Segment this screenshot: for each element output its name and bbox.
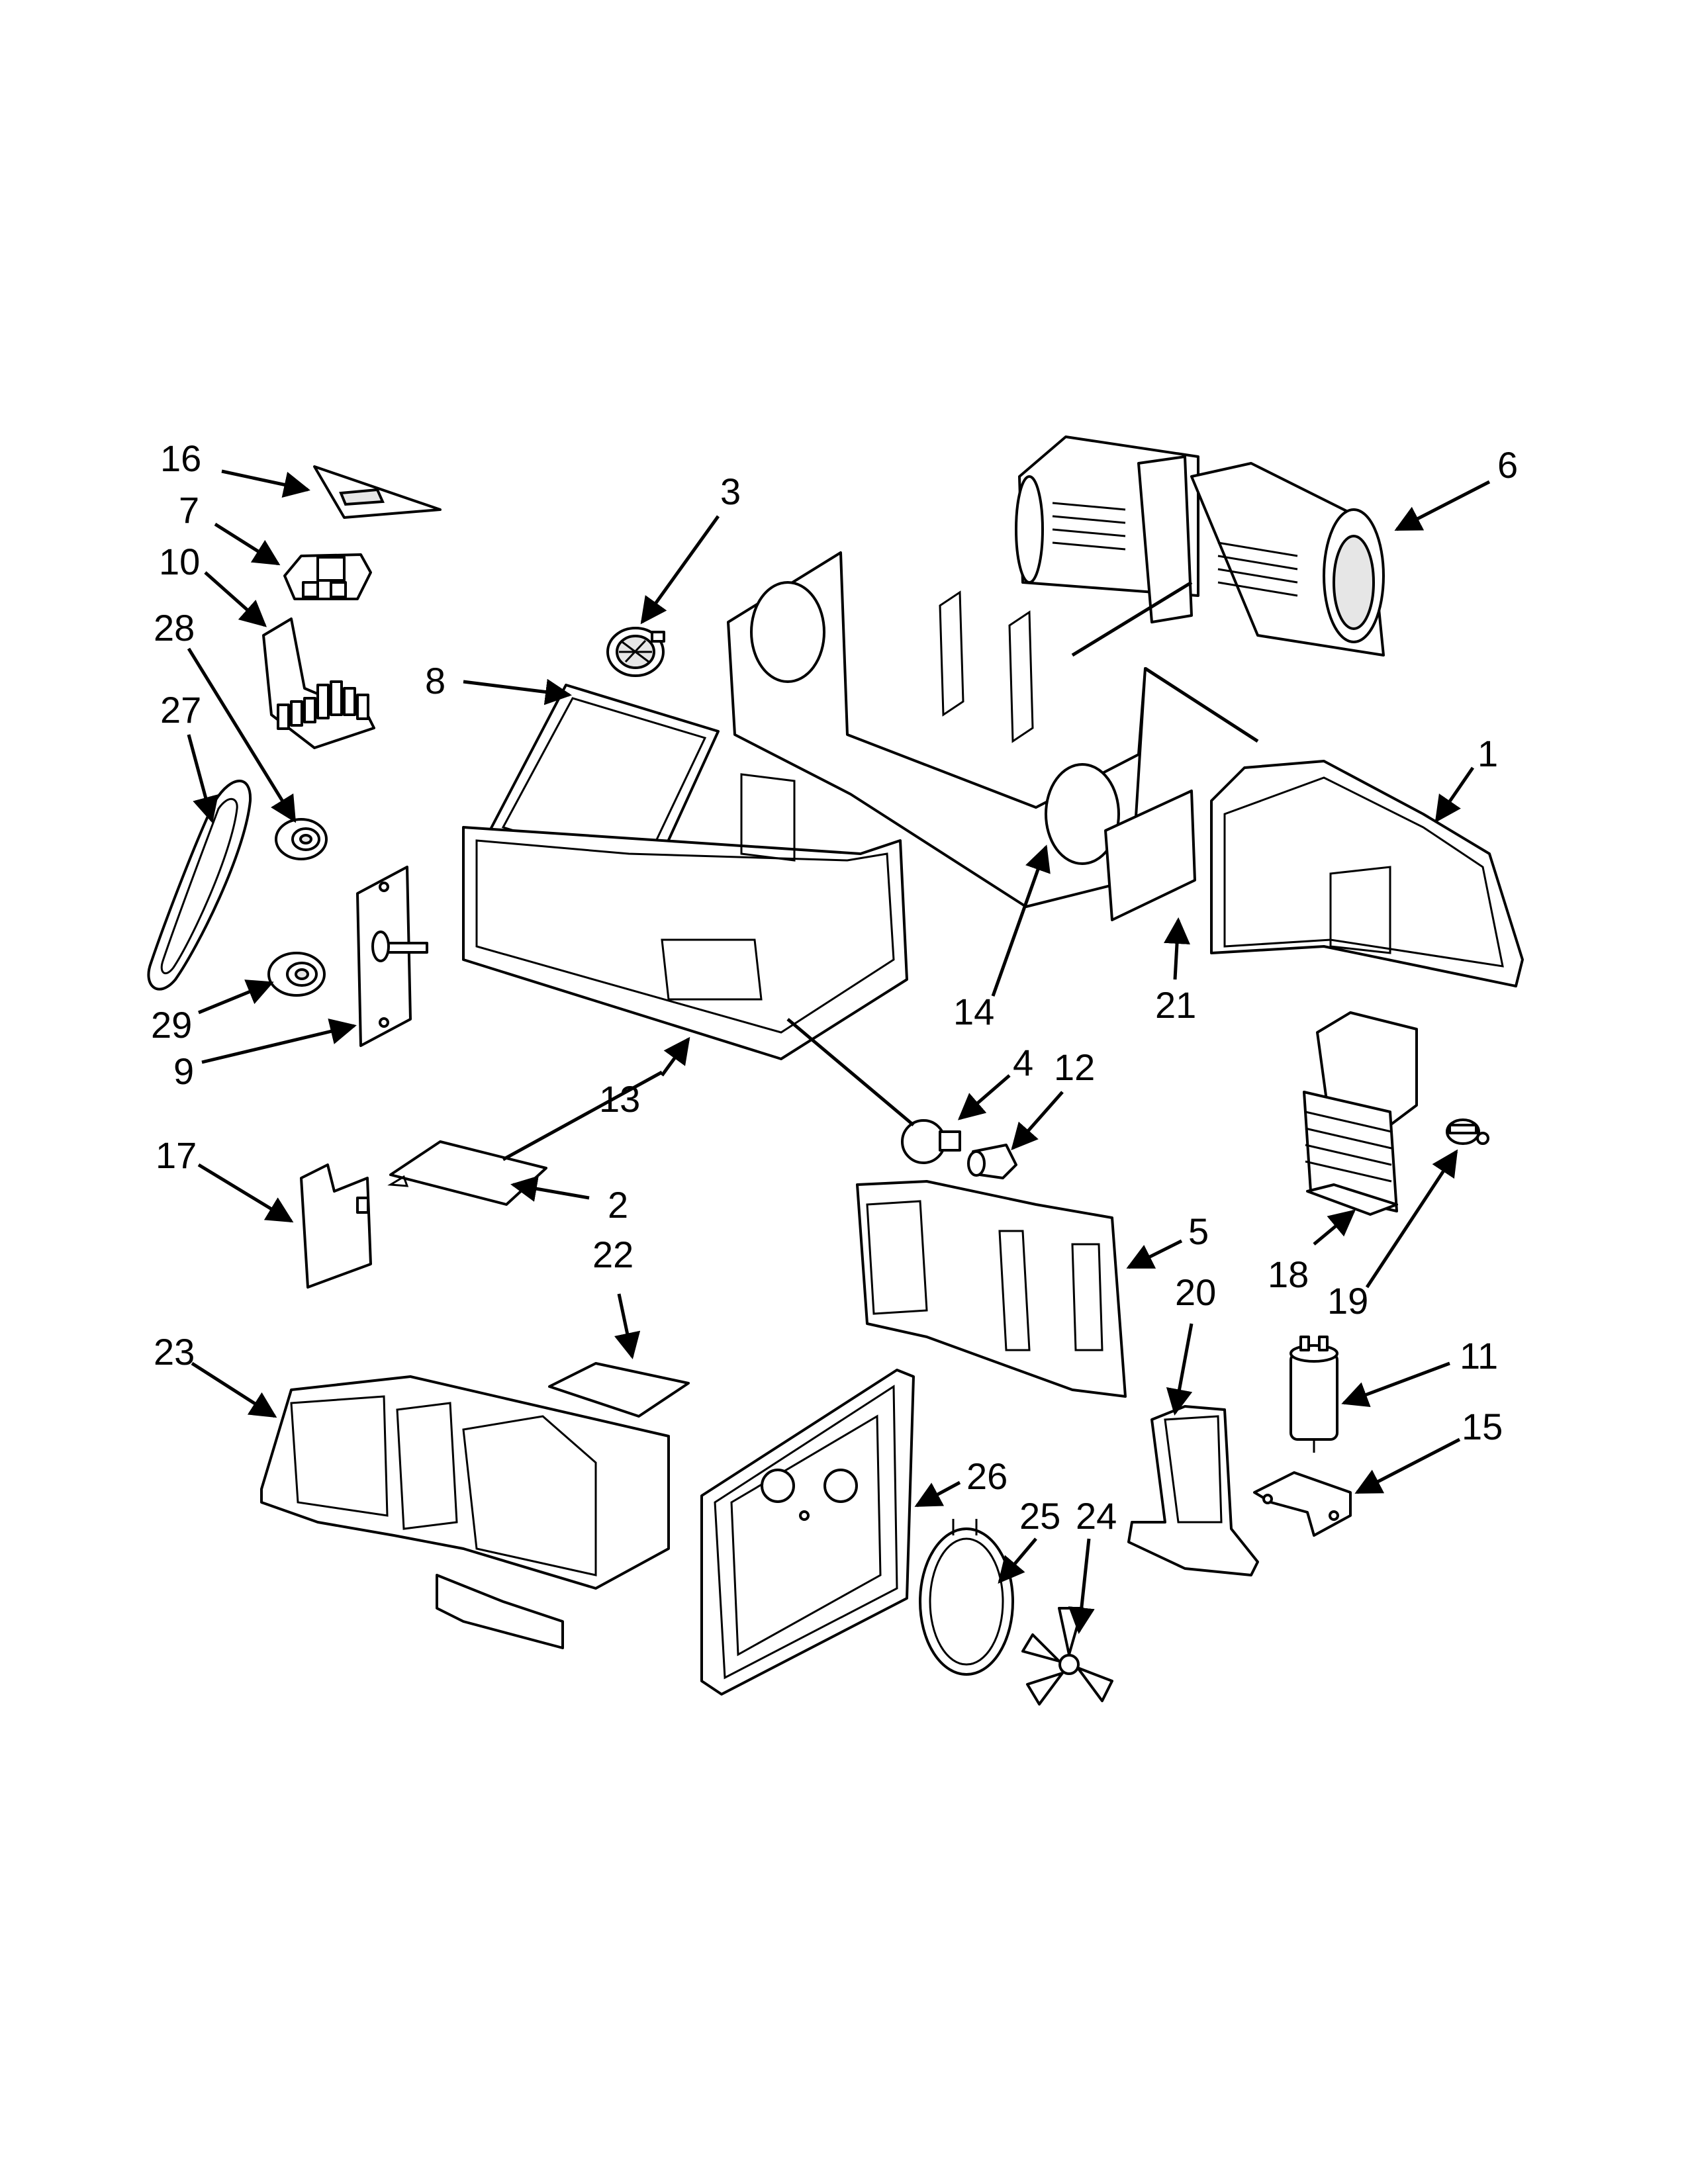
leader-lines: [187, 469, 1491, 1634]
leader-18: [1313, 1209, 1356, 1246]
leader-11: [1341, 1361, 1450, 1408]
part-11-capacitor: [1289, 1336, 1338, 1453]
callout-20: 20: [1175, 1271, 1216, 1313]
part-3-stirrer: [606, 627, 665, 677]
callout-26: 26: [966, 1455, 1008, 1497]
leader-9: [201, 1018, 357, 1064]
part-10-control-board: [262, 617, 375, 749]
part-24-fan-blade: [1021, 1607, 1113, 1706]
leader-5: [1126, 1239, 1183, 1269]
callout-13: 13: [599, 1078, 640, 1120]
callout-8: 8: [425, 660, 445, 702]
capacitor-row: [277, 680, 369, 730]
part-26-door-gasket: [700, 1369, 915, 1696]
part-12-lamp-socket: [967, 1144, 1017, 1179]
leader-27: [187, 734, 218, 823]
leader-14: [991, 844, 1051, 997]
callout-25: 25: [1019, 1495, 1060, 1537]
leader-4b: [786, 1018, 915, 1126]
leader-14b: [1144, 666, 1259, 743]
leader-17: [197, 1163, 294, 1223]
part-21-cover-plate: [1104, 790, 1196, 921]
callout-18: 18: [1268, 1253, 1309, 1295]
part-7-terminal-block: [283, 553, 372, 600]
leader-21: [1164, 917, 1190, 980]
part-14-back-panel: [727, 551, 1147, 908]
blower-grille-left: [1052, 502, 1126, 551]
part-19-thermostat: [1446, 1118, 1489, 1145]
callout-22: 22: [592, 1234, 633, 1275]
callout-19: 19: [1327, 1280, 1368, 1322]
leader-25: [998, 1537, 1037, 1584]
part-28-pulley: [275, 818, 328, 860]
callout-16: 16: [160, 437, 201, 479]
leader-1: [1434, 766, 1475, 823]
leader-2b: [502, 1070, 663, 1161]
leader-24: [1068, 1538, 1095, 1634]
leader-23: [191, 1361, 277, 1418]
callout-29: 29: [151, 1004, 192, 1046]
part-23-enclosure: [260, 1375, 670, 1649]
callout-7: 7: [179, 489, 199, 531]
leader-13: [660, 1036, 690, 1077]
part-17-bracket: [300, 1163, 372, 1289]
leader-4: [957, 1074, 1011, 1120]
transformer-laminations: [1305, 1111, 1392, 1183]
part-1-duct: [1210, 760, 1524, 987]
leader-7: [214, 522, 281, 566]
callout-23: 23: [154, 1331, 195, 1373]
blower-grille-right: [1217, 541, 1298, 597]
callout-21: 21: [1155, 984, 1196, 1026]
leader-3: [640, 515, 720, 625]
part-13-base-frame: [462, 773, 908, 1060]
callout-6: 6: [1497, 444, 1518, 486]
part-25-heater: [919, 1519, 1014, 1676]
part-29-pulley: [267, 952, 326, 997]
callout-11: 11: [1460, 1335, 1498, 1377]
leader-19: [1365, 1149, 1458, 1289]
callout-9: 9: [173, 1050, 194, 1092]
callout-5: 5: [1188, 1210, 1209, 1252]
leader-26: [914, 1480, 961, 1508]
callout-2: 2: [608, 1184, 628, 1226]
leader-28: [187, 647, 297, 823]
part-2-plate: [387, 1140, 547, 1206]
part-5-shield-panel: [856, 1180, 1127, 1398]
callout-10: 10: [159, 541, 200, 582]
part-18-transformer: [1303, 1011, 1418, 1216]
part-15-bracket: [1253, 1471, 1352, 1537]
part-4-lamp: [901, 1119, 961, 1164]
leader-2: [510, 1175, 590, 1202]
part-22-pad: [548, 1362, 690, 1418]
callout-3: 3: [720, 471, 741, 512]
callout-17: 17: [156, 1134, 197, 1176]
part-16-label-plate: [313, 465, 442, 519]
callout-12: 12: [1054, 1046, 1095, 1088]
callout-1: 1: [1477, 733, 1498, 774]
part-9-motor-plate: [356, 866, 428, 1047]
leader-12: [1011, 1091, 1064, 1150]
part-20-air-guide: [1127, 1405, 1259, 1576]
leader-6: [1394, 480, 1491, 531]
leader-10: [204, 571, 267, 627]
callout-28: 28: [154, 607, 195, 649]
leader-15: [1354, 1437, 1461, 1494]
leader-20: [1166, 1323, 1194, 1416]
callout-14: 14: [953, 991, 994, 1032]
callout-4: 4: [1013, 1042, 1033, 1083]
callout-24: 24: [1076, 1495, 1117, 1537]
callout-15: 15: [1462, 1406, 1503, 1447]
part-6-blower-assembly: [1015, 435, 1385, 657]
leader-16: [221, 469, 310, 498]
leader-22: [614, 1293, 641, 1359]
part-27-belt: [147, 780, 252, 991]
leader-29: [198, 979, 274, 1015]
leader-6b: [1071, 580, 1193, 657]
leader-8: [463, 678, 572, 705]
callout-labels: 16 7 10 28 27 29 9 8 3 6 1 21 14 4 12 13…: [151, 437, 1518, 1537]
callout-27: 27: [160, 689, 201, 731]
